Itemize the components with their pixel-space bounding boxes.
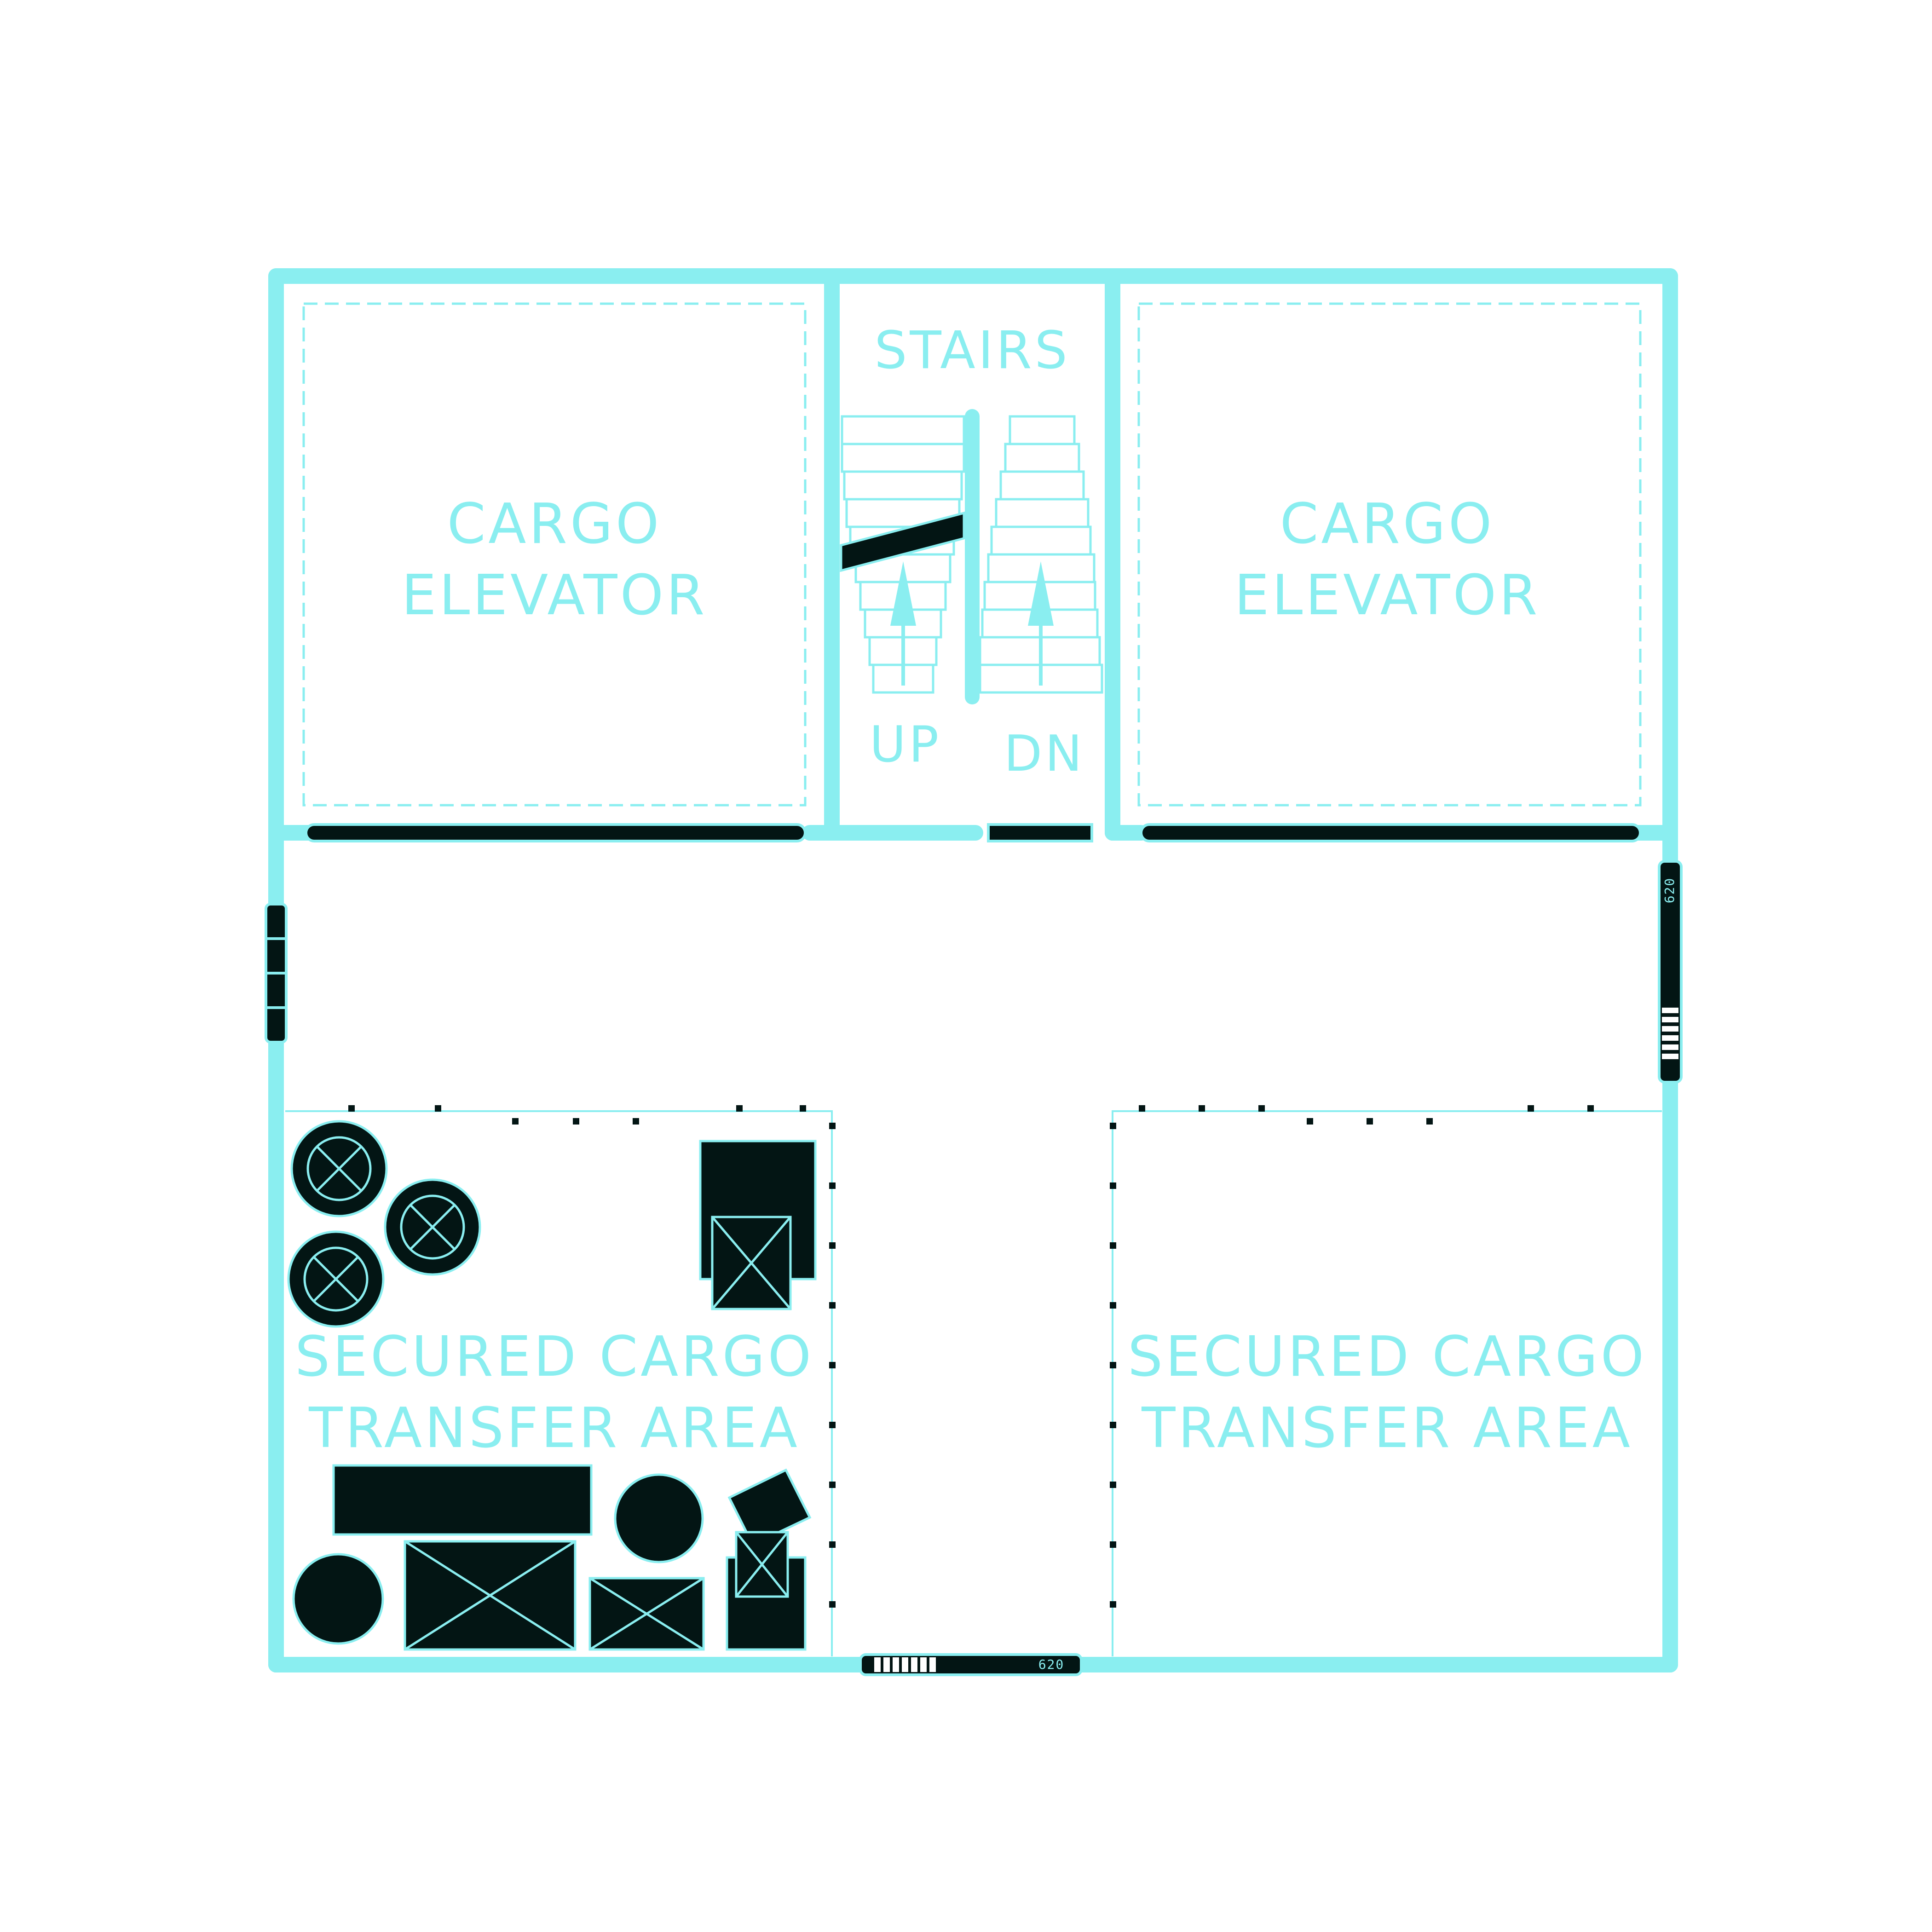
elevator-left-line1: CARGO xyxy=(447,492,662,556)
elevator-left-line2: ELEVATOR xyxy=(402,564,708,628)
stairs: STAIRS xyxy=(840,321,1103,783)
cargo-right-boundary xyxy=(1110,1105,1662,1656)
east-door-tag: 620 xyxy=(1662,877,1677,904)
stair-step xyxy=(1004,443,1080,473)
elevator-right-platform xyxy=(1137,302,1642,807)
stairs-down-label: DN xyxy=(1004,725,1085,783)
crate-icon[interactable] xyxy=(404,1540,577,1651)
east-door-vents xyxy=(1662,1008,1678,1059)
cargo-left-label: SECURED CARGO TRANSFER AREA xyxy=(295,1325,814,1460)
stair-step xyxy=(841,443,965,473)
drum-icon[interactable] xyxy=(292,1553,384,1645)
stair-step xyxy=(841,415,965,445)
stair-arrow-down xyxy=(1028,561,1054,686)
elevator-outlines xyxy=(302,302,1642,807)
crate-icon[interactable] xyxy=(588,1577,705,1651)
elevator-right-line1: CARGO xyxy=(1280,492,1495,556)
container-long[interactable] xyxy=(332,1464,593,1536)
stair-arrow-up xyxy=(890,561,916,686)
stair-step xyxy=(843,470,963,501)
cargo-items xyxy=(287,1120,817,1651)
elevator-door-right[interactable] xyxy=(1140,823,1642,842)
cargo-left-line1: SECURED CARGO xyxy=(295,1325,814,1389)
interior-walls xyxy=(268,268,1678,841)
stair-step xyxy=(1009,415,1076,445)
stairs-up-label: UP xyxy=(870,716,941,773)
cargo-left-boundary xyxy=(285,1105,836,1656)
elevator-left-platform xyxy=(302,302,807,807)
barrel-icon[interactable] xyxy=(287,1230,385,1328)
east-door[interactable]: 620 xyxy=(1658,860,1683,1084)
elevator-door-left[interactable] xyxy=(305,823,807,842)
elevator-left-label: CARGO ELEVATOR xyxy=(402,492,708,628)
cargo-left-line2: TRANSFER AREA xyxy=(308,1396,800,1460)
stairs-title: STAIRS xyxy=(874,321,1070,381)
elevator-right-line2: ELEVATOR xyxy=(1234,564,1540,628)
stair-step xyxy=(990,525,1092,556)
crate-icon[interactable] xyxy=(711,1216,792,1310)
stair-step xyxy=(995,498,1090,528)
barrel-icon[interactable] xyxy=(384,1178,481,1276)
south-door[interactable]: 620 xyxy=(859,1653,1083,1676)
cargo-right-line1: SECURED CARGO xyxy=(1128,1325,1647,1389)
cargo-right-line2: TRANSFER AREA xyxy=(1141,1396,1633,1460)
south-door-vents xyxy=(874,1657,936,1672)
elevator-doors xyxy=(305,823,1642,842)
elevator-right-label: CARGO ELEVATOR xyxy=(1234,492,1540,628)
cargo-right-label: SECURED CARGO TRANSFER AREA xyxy=(1128,1325,1647,1460)
stair-door[interactable] xyxy=(987,823,1093,842)
crate-icon[interactable] xyxy=(735,1531,789,1598)
barrel-icon[interactable] xyxy=(290,1120,388,1217)
south-door-tag: 620 xyxy=(1038,1657,1065,1672)
stair-step xyxy=(999,470,1085,501)
stair-break-line xyxy=(840,511,965,572)
drum-icon[interactable] xyxy=(614,1473,704,1563)
outer-walls xyxy=(268,268,1678,1672)
west-door[interactable] xyxy=(265,903,288,1044)
tilted-box[interactable] xyxy=(727,1468,812,1546)
